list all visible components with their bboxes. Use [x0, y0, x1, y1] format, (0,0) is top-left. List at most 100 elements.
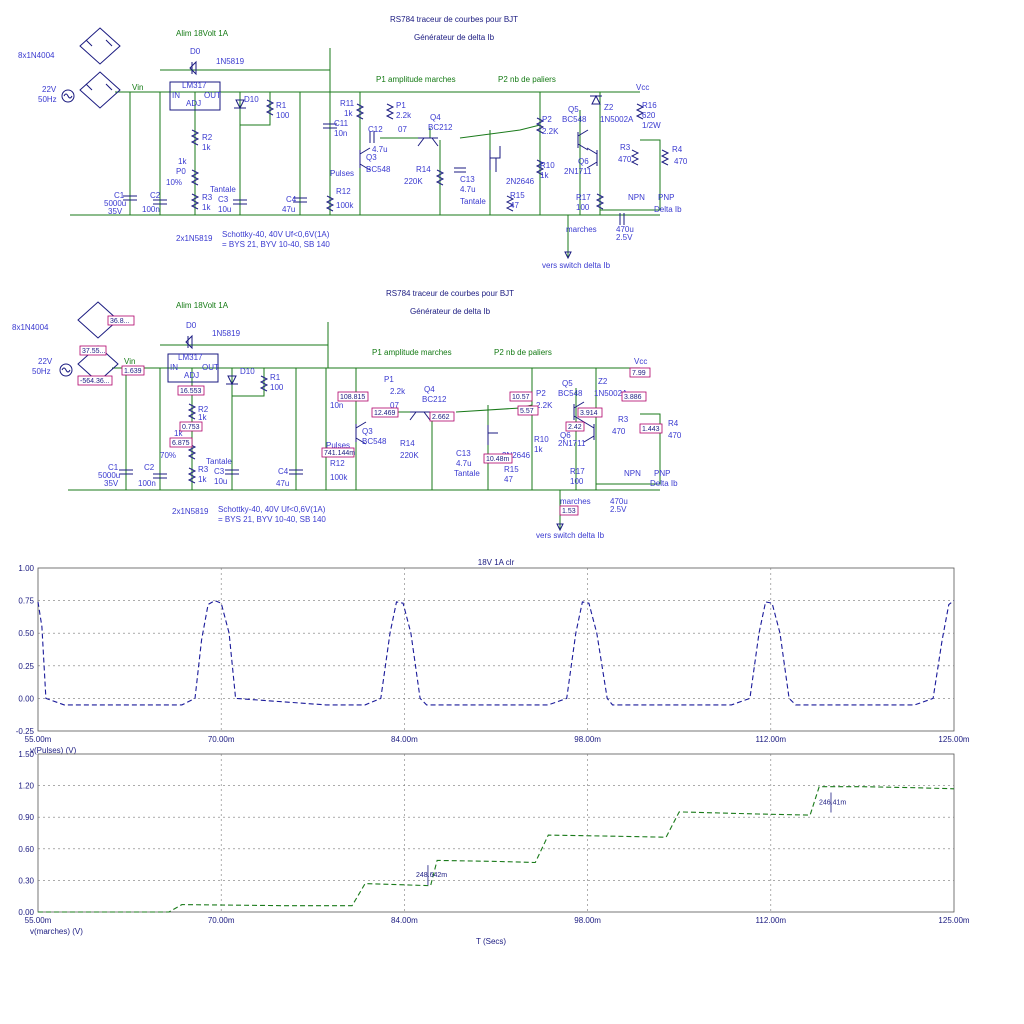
- transistor-q3: [359, 147, 371, 171]
- probe-box: [107, 315, 135, 326]
- y-tick-label: 0.75: [18, 597, 34, 606]
- label-c12-value: 4.7u: [372, 145, 388, 154]
- lm317-regulator: [169, 81, 221, 111]
- label-pulses-2: Pulses: [326, 441, 350, 450]
- probe-value: 16.553: [180, 388, 202, 395]
- label-pulses: Pulses: [330, 169, 354, 178]
- x-tick-label: 98.00m: [574, 916, 601, 925]
- probe-value: 1.639: [124, 368, 142, 375]
- resistor-r14: [435, 169, 445, 186]
- label-c1: C1: [114, 191, 125, 200]
- label-schottky-desc: Schottky-40, 40V Uf<0,6V(1A): [222, 230, 330, 239]
- y-tick-label: 1.50: [18, 750, 34, 759]
- transistor-q3-2: [355, 421, 367, 445]
- y-axis-label: v(Pulses) (V): [30, 746, 77, 755]
- label-src-v-2: 22V: [38, 357, 53, 366]
- probe-value: 3.914: [580, 410, 598, 417]
- label-out: OUT: [204, 91, 221, 100]
- vertical-wires-3: [125, 368, 327, 490]
- y-tick-label: 0.25: [18, 662, 34, 671]
- label-q5: Q5: [568, 105, 579, 114]
- label-r1-value-2: 100: [270, 383, 284, 392]
- label-r10: R10: [540, 161, 555, 170]
- label-r15-2: R15: [504, 465, 519, 474]
- label-adj: ADJ: [186, 99, 201, 108]
- label-q5-type-2: BC548: [558, 389, 583, 398]
- label-q6-type-2: 2N1711: [558, 439, 586, 448]
- ujt-2n2646: [489, 146, 501, 172]
- r1-wire: [240, 92, 271, 126]
- probe-value: 1.53: [562, 508, 576, 515]
- y-axis-label: v(marches) (V): [30, 927, 83, 936]
- ujt-2n2646-2: [487, 425, 498, 445]
- label-p0-percent-2: 70%: [160, 451, 176, 460]
- capacitor-c3: [233, 199, 247, 205]
- probe-box: [121, 365, 145, 376]
- label-r15-value-2: 47: [504, 475, 513, 484]
- capacitor-c5: [619, 213, 625, 225]
- label-r1-2: R1: [270, 373, 281, 382]
- y-tick-label: 0.00: [18, 694, 34, 703]
- label-src-f-2: 50Hz: [32, 367, 51, 376]
- y-tick-label: 1.00: [18, 564, 34, 573]
- label-vin: Vin: [132, 83, 143, 92]
- label-p0-percent: 10%: [166, 178, 182, 187]
- schematic-bottom: RS784 traceur de courbes pour BJT Généra…: [12, 289, 682, 540]
- out-wires-2: [596, 413, 661, 485]
- label-p1-value-2: 2.2k: [390, 387, 406, 396]
- y-tick-label: 0.90: [18, 813, 34, 822]
- probe-value: 36.8...: [110, 318, 130, 325]
- capacitor-c11: [323, 123, 337, 129]
- label-p2: P2: [542, 115, 552, 124]
- label-p1-position-2: 07: [390, 401, 399, 410]
- y-tick-label: 1.20: [18, 782, 34, 791]
- label-d10-2: D10: [240, 367, 255, 376]
- label-c1-2: C1: [108, 463, 119, 472]
- resistor-r12: [325, 195, 335, 212]
- label-c13-2: C13: [456, 449, 471, 458]
- resistor-r3-2: [187, 467, 197, 484]
- x-tick-label: 125.00m: [938, 735, 969, 744]
- capacitor-c1: [123, 195, 137, 201]
- label-z2-2: Z2: [598, 377, 608, 386]
- probe-box: [371, 407, 399, 418]
- label-z2-type-2: 1N5002A: [594, 389, 628, 398]
- label-r14-value-2: 220K: [400, 451, 419, 460]
- label-r11: R11: [340, 99, 355, 108]
- schematic-title: RS784 traceur de courbes pour BJT: [390, 15, 518, 24]
- x-tick-label: 112.00m: [756, 916, 787, 925]
- label-p1-value: 2.2k: [396, 111, 412, 120]
- label-z2-type: 1N5002A: [600, 115, 634, 124]
- label-r3-2: R3: [198, 465, 209, 474]
- probe-values: 36.8... 37.55... -564.36... 1.639 16.553…: [77, 315, 663, 516]
- probe-box: [629, 367, 651, 378]
- label-c5-voltage: 2.5V: [616, 233, 633, 242]
- label-c1-voltage: 35V: [108, 207, 123, 216]
- x-tick-label: 55.00m: [25, 916, 52, 925]
- label-c4-value-2: 47u: [276, 479, 289, 488]
- label-r12: R12: [336, 187, 351, 196]
- annotation-label: 248.642m: [416, 872, 447, 879]
- label-r16-value: 620: [642, 111, 656, 120]
- label-q4: Q4: [430, 113, 441, 122]
- label-c11-value: 10n: [334, 129, 347, 138]
- probe-box: [429, 411, 455, 422]
- label-r1-value: 100: [276, 111, 290, 120]
- label-r10-value-2: 1k: [534, 445, 543, 454]
- zener-z2: [590, 94, 602, 105]
- probe-value: 2.662: [432, 414, 450, 421]
- label-ujt-type-2: 2N2646: [502, 451, 531, 460]
- label-p2-function-2: P2 nb de paliers: [494, 348, 552, 357]
- label-r3: R3: [202, 193, 213, 202]
- transistor-q5: [577, 129, 589, 151]
- label-p2-function: P2 nb de paliers: [498, 75, 556, 84]
- label-q5-type: BC548: [562, 115, 587, 124]
- label-r15-value: 47: [510, 201, 519, 210]
- probe-box: [483, 453, 513, 464]
- label-c13-dielectric-2: Tantale: [454, 469, 480, 478]
- label-c1-value: 5000u: [104, 199, 126, 208]
- label-c4: C4: [286, 195, 297, 204]
- label-c11: C11: [334, 119, 349, 128]
- label-r10-value: 1k: [540, 171, 549, 180]
